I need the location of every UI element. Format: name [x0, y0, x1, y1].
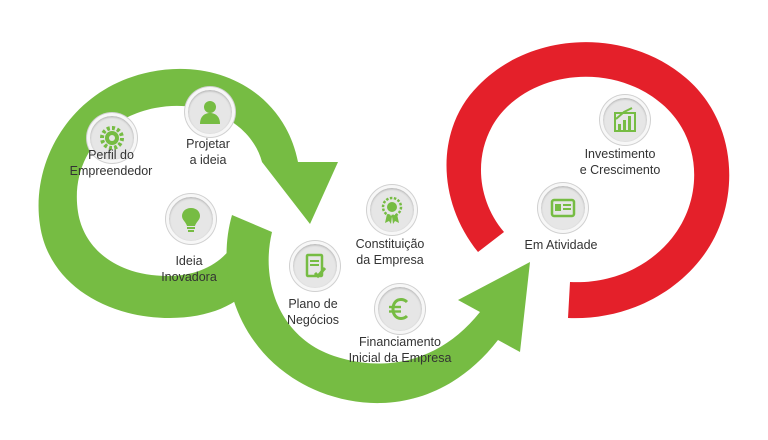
lightbulb-icon: [182, 208, 200, 232]
gear-icon: [100, 126, 124, 150]
left-green-loop-arrow: [38, 68, 338, 318]
id-card-icon: [550, 198, 576, 218]
step-badge-plano: [290, 241, 340, 291]
step-badge-projetar: [185, 87, 235, 137]
step-badge-perfil: [87, 113, 137, 163]
euro-icon: [389, 297, 409, 321]
award-ribbon-icon: [381, 196, 403, 224]
step-badge-ideia: [166, 194, 216, 244]
step-badge-financiamento: [375, 284, 425, 334]
step-badge-constituicao: [367, 185, 417, 235]
step-label-atividade: Em Atividade: [524, 238, 598, 252]
middle-green-arrow: [226, 215, 530, 404]
right-red-ring: [446, 42, 730, 319]
step-badge-investimento: [600, 95, 650, 145]
document-check-icon: [305, 253, 327, 279]
step-badge-atividade: [538, 183, 588, 233]
growth-chart-icon: [614, 107, 636, 132]
person-icon: [200, 101, 220, 124]
